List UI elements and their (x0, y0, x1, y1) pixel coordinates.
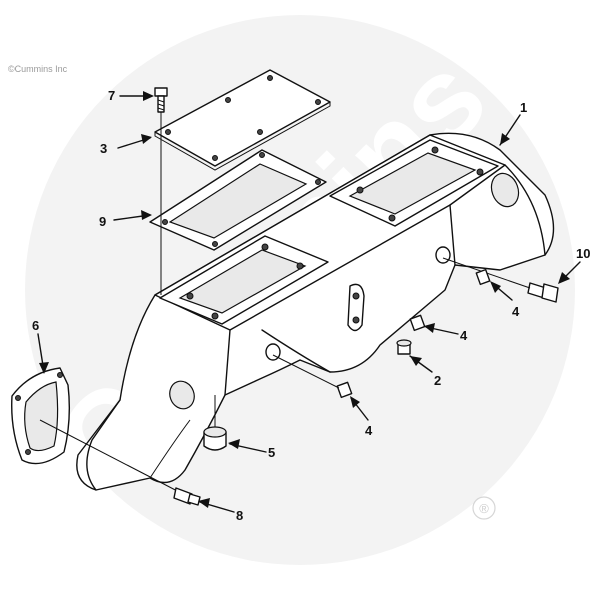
registered-ring (472, 496, 496, 520)
manifold-left-port (169, 380, 195, 410)
bolt-hole (162, 219, 168, 225)
manifold-contour-e (149, 419, 191, 479)
bolt-hole (352, 292, 360, 300)
cover-plate-edge (154, 102, 331, 171)
cover-plate-3 (154, 69, 331, 171)
bolt-hole (388, 214, 396, 222)
fitting-4-middle (409, 314, 426, 332)
bolt-hole (212, 155, 218, 161)
alignment-line-4 (272, 354, 340, 389)
manifold-contour-d (86, 399, 121, 491)
bolt-hole (352, 316, 360, 324)
manifold-contour-a (224, 329, 231, 396)
callout-3: 3 (100, 141, 107, 156)
gasket-9 (149, 149, 327, 251)
fitting-4-lower (272, 354, 353, 399)
bolt-hole (296, 262, 304, 270)
callout-7: 7 (108, 88, 115, 103)
arrowhead-8 (198, 498, 210, 508)
bolt-hole (211, 312, 219, 320)
gasket-inner (168, 163, 308, 239)
fitting-body (475, 268, 491, 286)
arrowhead-9 (141, 210, 152, 220)
fitting-body (336, 381, 353, 399)
bolt-hole (165, 129, 171, 135)
capscrew-7 (154, 87, 168, 295)
bolt-hole (25, 449, 31, 455)
bolt-hole (259, 152, 265, 158)
callout-2: 2 (434, 373, 441, 388)
screw-8-shank (187, 493, 201, 506)
registered-mark: ® (479, 501, 489, 516)
bolt-hole (261, 243, 269, 251)
arrowhead-5 (228, 439, 240, 449)
plug-5 (203, 395, 227, 451)
copyright-notice: ©Cummins Inc (8, 64, 68, 74)
callout-1: 1 (520, 100, 527, 115)
bolt-hole (225, 97, 231, 103)
bolt-hole (356, 186, 364, 194)
sensor-boss-plate (347, 283, 365, 332)
arrowhead-1 (500, 133, 510, 145)
capscrew-8 (173, 487, 201, 506)
manifold-contour-c (261, 329, 331, 373)
arrowhead-2 (410, 356, 422, 366)
callout-10: 10 (576, 246, 590, 261)
alignment-line-6 (39, 419, 186, 496)
manifold-right-port (490, 172, 520, 208)
callout-4-upper: 4 (512, 304, 520, 319)
callout-9: 9 (99, 214, 106, 229)
arrowhead-10 (558, 272, 570, 284)
arrowhead-7 (143, 91, 154, 101)
exhaust-manifold (76, 132, 555, 491)
screw-8-head (173, 487, 193, 505)
arrowhead-4a (490, 281, 501, 293)
arrowhead-3 (141, 134, 152, 144)
callout-8: 8 (236, 508, 243, 523)
arrowhead-4c (350, 396, 360, 408)
manifold-right-end (504, 164, 546, 256)
bolt-hole (431, 146, 439, 154)
callout-6: 6 (32, 318, 39, 333)
arrowhead-6 (39, 362, 49, 374)
callout-labels: 1 2 3 4 4 4 5 6 7 8 9 10 (32, 88, 590, 523)
callout-4-lower: 4 (365, 423, 373, 438)
manifold-body (76, 132, 555, 491)
screw-thread (157, 99, 165, 111)
bolt-hole (315, 99, 321, 105)
bolt-hole (186, 292, 194, 300)
callout-leaders (37, 91, 581, 513)
bolt-hole (267, 75, 273, 81)
manifold-contour-b (449, 204, 456, 266)
screw-10-head (541, 283, 559, 303)
fitting-2-top (396, 339, 412, 347)
side-boss-left (265, 343, 281, 361)
bolt-hole (212, 241, 218, 247)
manifold-port-recess-1 (178, 249, 307, 314)
bolt-hole (15, 395, 21, 401)
fitting-2 (396, 339, 412, 355)
bolt-hole (57, 372, 63, 378)
fitting-4-upper (475, 268, 491, 286)
arrowhead-4b (424, 323, 435, 333)
plug-top (203, 426, 227, 438)
screw-head (154, 87, 168, 97)
side-boss-right (435, 246, 451, 264)
gasket-6-inner (24, 381, 59, 452)
bolt-hole (315, 179, 321, 185)
fitting-body (409, 314, 426, 332)
gasket-6 (11, 367, 186, 496)
callout-4-middle: 4 (460, 328, 468, 343)
callout-5: 5 (268, 445, 275, 460)
bolt-hole (476, 168, 484, 176)
manifold-port-recess-2 (348, 152, 477, 215)
bolt-hole (257, 129, 263, 135)
